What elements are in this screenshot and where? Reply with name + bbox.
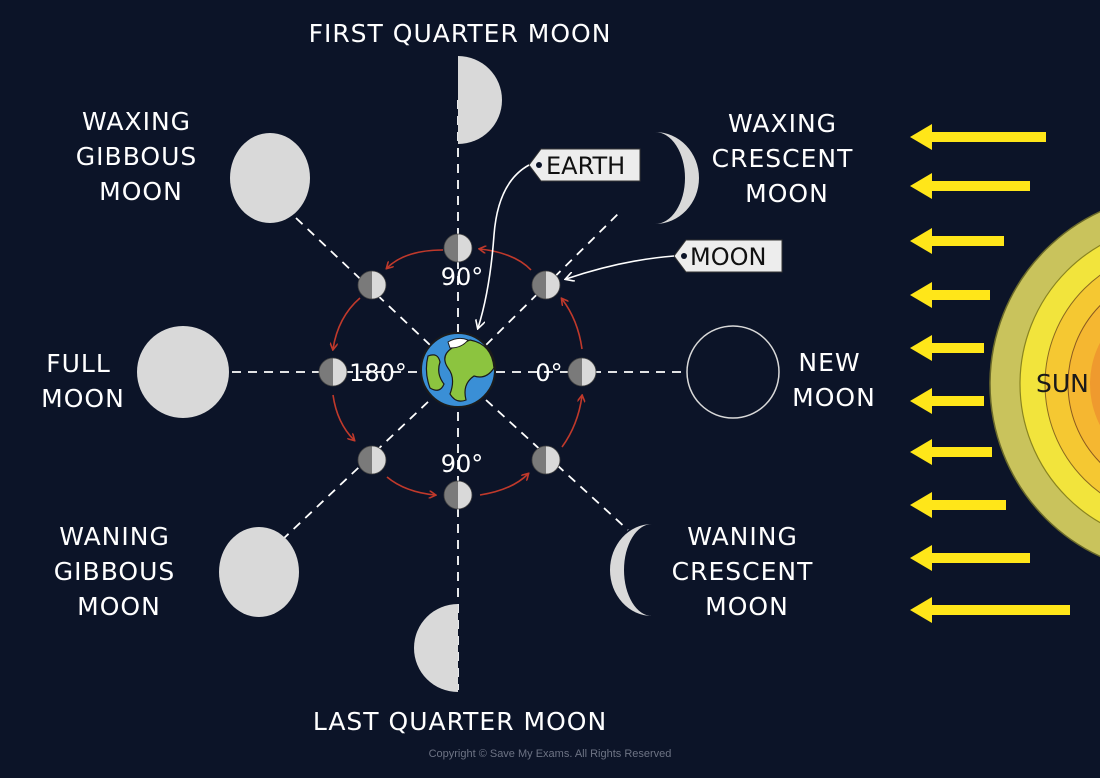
full-moon-icon bbox=[137, 326, 229, 418]
angle-label-top: 90° bbox=[441, 263, 484, 291]
sun-ray-arrow bbox=[910, 597, 1070, 623]
new-moon-label: NEW MOON bbox=[792, 348, 876, 412]
waxing-crescent-moon-icon bbox=[655, 132, 699, 224]
sun-ray-arrow bbox=[910, 124, 1046, 150]
waning-gibbous-moon-icon bbox=[219, 527, 299, 617]
angle-label-bottom: 90° bbox=[441, 450, 484, 478]
sun-label: SUN bbox=[1036, 369, 1089, 398]
orbit-moon-top-right bbox=[531, 270, 561, 300]
waning-crescent-label: WANING CRESCENT MOON bbox=[672, 522, 823, 621]
waxing-crescent-label: WAXING CRESCENT MOON bbox=[712, 109, 863, 208]
waxing-gibbous-label: WAXING GIBBOUS MOON bbox=[76, 107, 206, 206]
orbit-moon-bottom-right bbox=[531, 445, 561, 475]
earth-callout: EARTH bbox=[478, 148, 641, 328]
last-quarter-moon-icon bbox=[414, 604, 458, 692]
sun-ray-arrow bbox=[910, 388, 984, 414]
moon-callout-label: MOON bbox=[690, 243, 766, 271]
sun-ray-arrow bbox=[910, 282, 990, 308]
copyright-text: Copyright © Save My Exams. All Rights Re… bbox=[429, 748, 672, 760]
first-quarter-moon-icon bbox=[458, 56, 502, 144]
earth-callout-label: EARTH bbox=[546, 152, 625, 180]
orbit-moons bbox=[318, 233, 597, 510]
last-quarter-label: LAST QUARTER MOON bbox=[313, 707, 607, 736]
sun-ray-arrow bbox=[910, 228, 1004, 254]
sun-ray-arrow bbox=[910, 173, 1030, 199]
sun-ray-arrow bbox=[910, 545, 1030, 571]
orbit-arrows bbox=[333, 249, 582, 495]
orbit-moon-bottom-left bbox=[357, 445, 387, 475]
moon-callout: MOON bbox=[566, 239, 783, 279]
orbit-moon-bottom bbox=[443, 480, 473, 510]
full-moon-label: FULL MOON bbox=[41, 349, 125, 413]
sun-icon bbox=[989, 210, 1100, 558]
sun-ray-arrow bbox=[910, 335, 984, 361]
orbit-moon-top-left bbox=[357, 270, 387, 300]
orbit-moon-right bbox=[567, 357, 597, 387]
earth-icon bbox=[420, 332, 496, 408]
sun-ray-arrow bbox=[910, 492, 1006, 518]
angle-label-left: 180° bbox=[349, 359, 407, 387]
waning-crescent-moon-icon bbox=[610, 524, 652, 616]
orbit-moon-top bbox=[443, 233, 473, 263]
new-moon-icon bbox=[686, 325, 780, 419]
waxing-gibbous-moon-icon bbox=[230, 133, 310, 223]
sun-rays bbox=[910, 124, 1070, 623]
first-quarter-label: FIRST QUARTER MOON bbox=[309, 19, 612, 48]
waning-gibbous-label: WANING GIBBOUS MOON bbox=[54, 522, 184, 621]
angle-label-right: 0° bbox=[535, 359, 562, 387]
sun-ray-arrow bbox=[910, 439, 992, 465]
orbit-moon-left bbox=[318, 357, 348, 387]
